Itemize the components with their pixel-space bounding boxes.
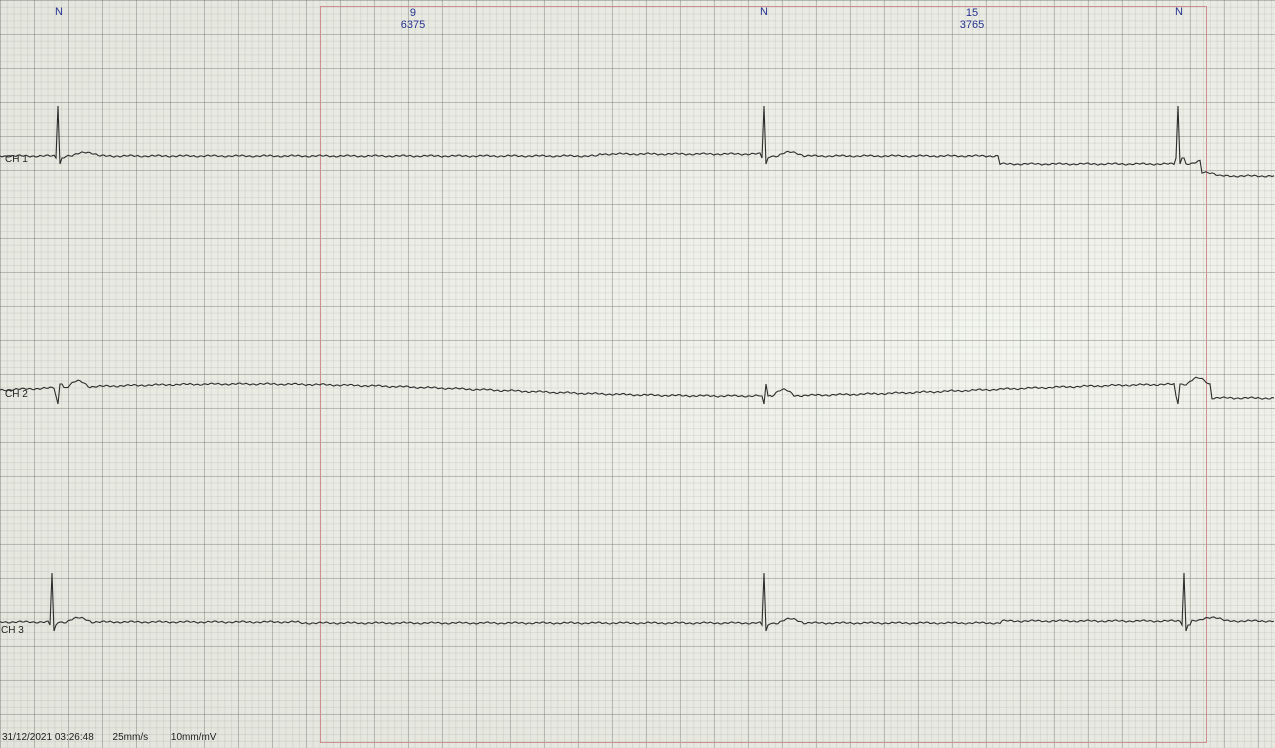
channel-label-3: CH 3	[1, 625, 24, 636]
interval-value: 6375	[400, 19, 426, 31]
gain-setting: 10mm/mV	[170, 732, 217, 743]
beat-marker-n: N	[760, 6, 768, 18]
ecg-trace-ch2	[0, 376, 1275, 405]
timestamp: 31/12/2021 03:26:48	[2, 732, 94, 743]
beat-marker-n: N	[55, 6, 63, 18]
interval-count: 15	[965, 7, 979, 19]
channel-label-2: CH 2	[5, 389, 28, 400]
footer: 31/12/2021 03:26:48 25mm/s 10mm/mV	[2, 732, 216, 743]
interval-count: 9	[409, 7, 417, 19]
paper-speed: 25mm/s	[112, 732, 149, 743]
beat-marker-n: N	[1175, 6, 1183, 18]
strip-border	[320, 6, 1207, 743]
ecg-trace-ch1	[0, 105, 1275, 178]
ecg-trace-ch3	[0, 572, 1275, 632]
interval-value: 3765	[959, 19, 985, 31]
channel-label-1: CH 1	[5, 154, 28, 165]
